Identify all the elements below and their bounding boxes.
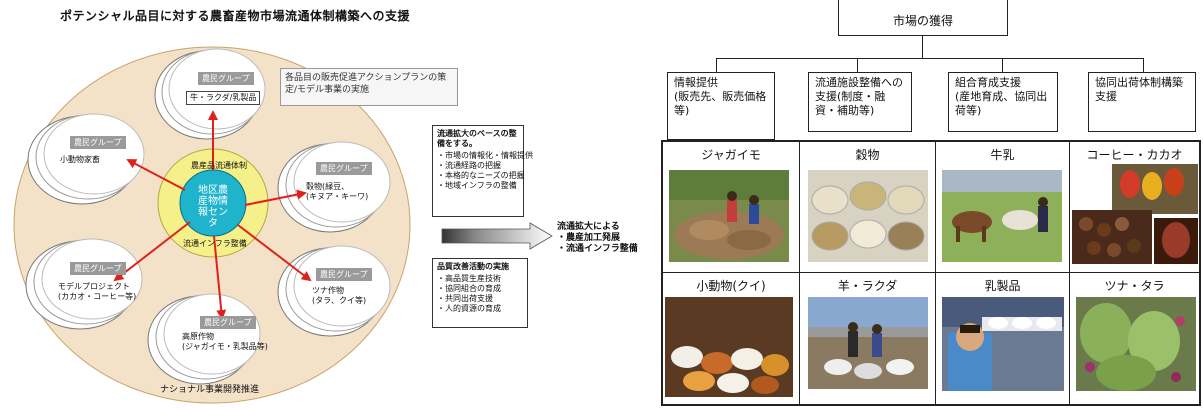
cell-milk: 牛乳 bbox=[935, 142, 1069, 272]
info-box-line: ・市場の情報化・情報提供 bbox=[437, 151, 533, 160]
connector-line bbox=[857, 58, 858, 72]
cell-label: 小動物(クイ) bbox=[696, 279, 766, 293]
info-box-head: 流通拡大のベースの整備をする。 bbox=[437, 129, 517, 148]
connector-line bbox=[1002, 58, 1003, 72]
cell-label: 牛乳 bbox=[990, 148, 1015, 162]
cell-label: ジャガイモ bbox=[701, 148, 761, 162]
group-content-right: 穀物(緑豆、 (キヌア・キーワ) bbox=[306, 182, 369, 201]
cell-potato: ジャガイモ bbox=[663, 142, 799, 272]
box-cooperative-support: 組合育成支援 (産地育成、協同出荷等) bbox=[948, 72, 1058, 132]
group-label-lower-left: 農民グループ bbox=[70, 262, 126, 275]
cell-tuna-tara: ツナ・タラ bbox=[1069, 272, 1199, 404]
connector-line bbox=[922, 36, 923, 58]
center-outer-label: 農産品流通体制 bbox=[191, 161, 247, 170]
cell-coffee-cacao: コーヒー・カカオ bbox=[1069, 142, 1199, 272]
coffee-cacao-photo bbox=[1072, 164, 1198, 264]
cell-label: 穀物 bbox=[855, 148, 880, 162]
cell-sheep-camelid: 羊・ラクダ bbox=[799, 272, 935, 404]
market-top-box: 市場の獲得 bbox=[838, 0, 1008, 36]
milk-photo bbox=[942, 170, 1062, 262]
guinea-pig-photo bbox=[665, 297, 793, 397]
bottom-box-line: ・協同組合の育成 bbox=[437, 284, 501, 293]
center-inner-label: 地区農 産物情 報センタ bbox=[198, 185, 228, 229]
cell-small-animal: 小動物(クイ) bbox=[663, 272, 799, 404]
group-content-left: 小動物家畜 bbox=[60, 155, 100, 164]
cell-label: 羊・ラクダ bbox=[837, 279, 898, 293]
bottom-box-line: ・人的資源の育成 bbox=[437, 304, 501, 313]
group-circle-left bbox=[27, 113, 145, 205]
box-facility-support: 流通施設整備への支援(制度・融資・補助等) bbox=[808, 72, 912, 132]
group-circle-lower-left bbox=[25, 238, 143, 330]
left-info-box: 流通拡大のベースの整備をする。 ・市場の情報化・情報提供 ・流通経路の把握 ・本… bbox=[432, 125, 533, 217]
group-content-top: 牛・ラクダ/乳製品 bbox=[186, 91, 261, 105]
sheep-photo bbox=[808, 297, 928, 389]
cell-label: ツナ・タラ bbox=[1104, 279, 1165, 293]
group-content-lower-left: モデルプロジェクト (カカオ・コーヒー等) bbox=[58, 282, 137, 301]
tuna-photo bbox=[1076, 297, 1196, 391]
info-box-line: ・地域インフラの整備 bbox=[437, 181, 517, 190]
center-bottom-label: 流通インフラ整備 bbox=[183, 239, 247, 248]
bottom-box-line: ・共同出荷支援 bbox=[437, 294, 493, 303]
arrow-result-text: 流通拡大による ・農産加工発展 ・流通インフラ整備 bbox=[557, 222, 638, 254]
group-content-lower-right: ツナ作物 (タラ、クイ等) bbox=[312, 286, 367, 305]
dairy-photo bbox=[942, 297, 1064, 391]
group-label-top: 農民グループ bbox=[198, 72, 254, 85]
group-label-left: 農民グループ bbox=[70, 136, 126, 149]
support-action-box: 各品目の販売促進アクションプランの策定/モデル事業の実施 bbox=[280, 68, 458, 106]
grain-photo bbox=[808, 170, 928, 262]
red-arrows bbox=[113, 110, 312, 320]
gradient-arrow bbox=[441, 222, 553, 250]
product-grid: ジャガイモ 穀物 牛乳 bbox=[661, 140, 1201, 406]
box-info-provision: 情報提供 (販売先、販売価格等) bbox=[667, 72, 775, 140]
connector-line bbox=[1143, 58, 1144, 72]
info-box-line: ・流通経路の把握 bbox=[437, 161, 501, 170]
info-box-line: ・本格的なニーズの把握 bbox=[437, 171, 525, 180]
bottom-box-line: ・高品質生産技術 bbox=[437, 274, 501, 283]
group-label-bottom: 農民グループ bbox=[200, 316, 256, 329]
cell-label: コーヒー・カカオ bbox=[1086, 148, 1183, 162]
connector-line bbox=[716, 58, 1144, 59]
box-joint-shipping: 協同出荷体制構築支援 bbox=[1088, 72, 1196, 132]
bottom-box-head: 品質改善活動の実施 bbox=[437, 262, 509, 271]
group-label-lower-right: 農民グループ bbox=[316, 268, 372, 281]
left-title: ポテンシャル品目に対する農畜産物市場流通体制構築への支援 bbox=[60, 9, 411, 23]
left-footer: ナショナル事業開発推進 bbox=[160, 385, 260, 395]
left-diagram-svg bbox=[13, 46, 553, 404]
left-bottom-box: 品質改善活動の実施 ・高品質生産技術 ・協同組合の育成 ・共同出荷支援 ・人的資… bbox=[432, 258, 528, 328]
potato-photo bbox=[669, 170, 789, 262]
group-content-bottom: 高原作物 (ジャガイモ・乳製品等) bbox=[182, 332, 268, 351]
cell-dairy: 乳製品 bbox=[935, 272, 1069, 404]
connector-line bbox=[716, 58, 717, 72]
cell-grain: 穀物 bbox=[799, 142, 935, 272]
group-label-right: 農民グループ bbox=[316, 162, 372, 175]
cell-label: 乳製品 bbox=[984, 279, 1021, 293]
